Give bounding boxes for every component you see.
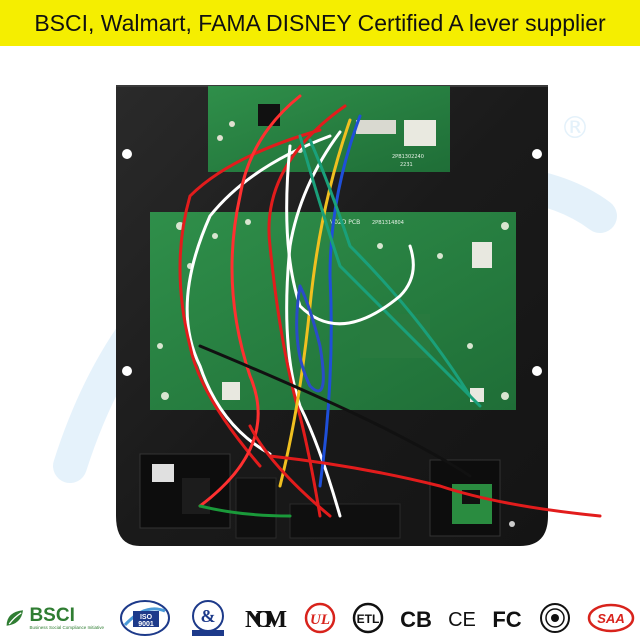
iso-9001-icon: ISO 9001	[119, 600, 170, 636]
top-banner: BSCI, Walmart, FAMA DISNEY Certified A l…	[0, 0, 640, 46]
etl-icon: ETL	[352, 602, 384, 634]
pcb-label-main: V02D PCB	[330, 219, 360, 226]
bsci-leaf-icon	[6, 610, 23, 626]
ce-icon: CE	[448, 609, 476, 631]
fcc-logo: FC	[490, 598, 524, 638]
seal-icon	[540, 603, 571, 633]
amplifier-plate-illustration: ® 2P	[53, 85, 617, 546]
product-photo: ® 2P	[0, 46, 640, 594]
pcb-label-main-code: 2PB1314804	[372, 220, 404, 226]
bsci-name: BSCI	[29, 604, 75, 626]
quality-registered-icon: &	[191, 600, 224, 636]
svg-text:UL: UL	[310, 612, 330, 628]
pcb-label-top-code: 2231	[400, 162, 413, 168]
svg-text:9001: 9001	[138, 621, 154, 628]
etl-logo: ETL	[351, 598, 385, 638]
svg-text:CE: CE	[448, 609, 476, 631]
svg-text:ISO: ISO	[140, 614, 153, 621]
saa-icon: SAA	[587, 603, 635, 633]
cb-logo: CB	[399, 598, 433, 638]
svg-text:CB: CB	[400, 607, 432, 631]
svg-text:ETL: ETL	[357, 612, 380, 626]
ul-icon: UL	[304, 602, 336, 634]
saa-logo: SAA	[586, 598, 636, 638]
bsci-subtitle: Business Social Compliance Initiative	[29, 624, 104, 630]
fcc-icon: FC	[493, 607, 522, 631]
svg-text:SAA: SAA	[597, 611, 624, 626]
svg-text:FC: FC	[493, 607, 522, 631]
svg-text:NOM: NOM	[245, 607, 287, 633]
bottom-connectors	[139, 453, 501, 539]
banner-text: BSCI, Walmart, FAMA DISNEY Certified A l…	[34, 9, 606, 36]
nom-icon: NOM	[245, 607, 287, 633]
nom-logo: NOM	[243, 598, 289, 638]
certification-strip: BSCI Business Social Compliance Initiati…	[0, 596, 640, 640]
cb-icon: CB	[400, 607, 432, 631]
ul-logo: UL	[303, 598, 337, 638]
quality-registered-logo: &	[186, 598, 230, 638]
bsci-logo: BSCI Business Social Compliance Initiati…	[4, 598, 104, 638]
ce-logo: CE	[447, 598, 477, 638]
iso-9001-logo: ISO 9001	[118, 598, 172, 638]
svg-text:&: &	[200, 606, 215, 626]
watermark-registered-mark: ®	[560, 111, 590, 146]
round-seal-logo	[538, 598, 572, 638]
pcb-label-top: 2PB1302240	[392, 154, 424, 160]
wire-bundle	[178, 94, 602, 518]
